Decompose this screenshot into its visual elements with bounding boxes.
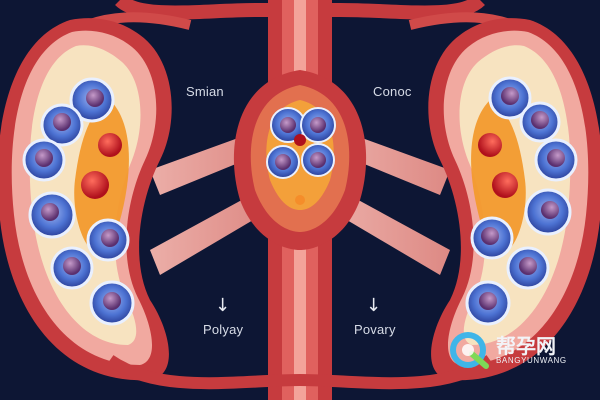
watermark-text-cn: 帮孕网 — [496, 333, 556, 358]
label-bottom-left: Polyay — [203, 322, 244, 337]
watermark-text-en: BANGYUNWANG — [496, 355, 567, 365]
central-cells — [266, 107, 336, 205]
bottom-vessel — [106, 354, 494, 390]
watermark: 帮孕网 BANGYUNWANG — [448, 330, 567, 370]
label-top-right: Conoc — [373, 84, 412, 99]
right-ovary — [428, 18, 600, 381]
left-ovary — [0, 18, 172, 381]
down-arrow-icon: ↓ — [215, 295, 231, 316]
watermark-logo-icon — [450, 332, 489, 369]
right-lower-tube — [330, 190, 450, 275]
label-top-left: Smian — [186, 84, 224, 99]
label-bottom-right: Povary — [354, 322, 396, 337]
left-lower-tube — [150, 190, 270, 275]
down-arrow-icon: ↓ — [366, 295, 382, 316]
